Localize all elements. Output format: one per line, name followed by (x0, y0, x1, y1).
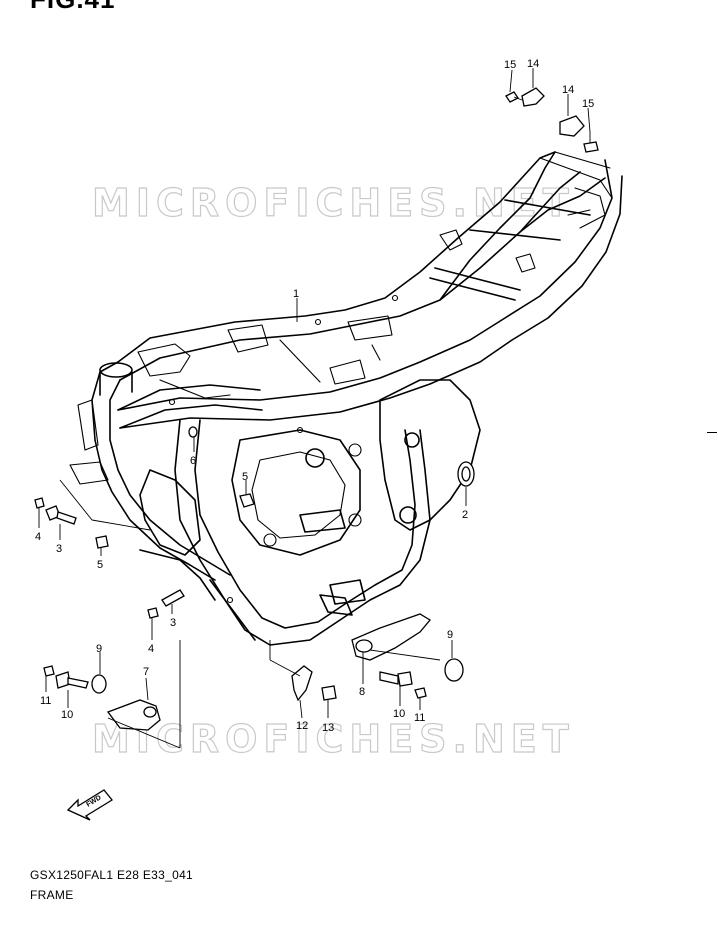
callout-1: 1 (293, 288, 299, 300)
callout-14-left: 14 (527, 58, 539, 70)
page-edge-mark (707, 432, 717, 433)
bolt-15-right (583, 132, 599, 153)
callout-8: 8 (359, 686, 365, 698)
callout-14-right: 14 (562, 84, 574, 96)
nut-5-upper (239, 493, 255, 508)
callout-2: 2 (462, 509, 468, 521)
callout-9-right: 9 (447, 629, 453, 641)
bolt-15-left (505, 91, 523, 103)
callout-9-left: 9 (96, 643, 102, 655)
clamp-12 (291, 665, 313, 702)
callout-15-right: 15 (582, 98, 594, 110)
callout-11-right: 11 (414, 712, 425, 724)
callout-10-right: 10 (393, 708, 405, 720)
bolt-13 (321, 685, 337, 701)
nut-11-left (43, 665, 55, 677)
nut-4-lower (147, 607, 159, 619)
nut-4-left (34, 497, 45, 509)
callout-3-lower: 3 (170, 617, 176, 629)
bolt-10-left (55, 671, 89, 689)
callout-12: 12 (296, 720, 308, 732)
grommet-2 (457, 461, 475, 487)
leader-lines (38, 68, 591, 749)
plug-6 (188, 426, 198, 438)
callout-4-left: 4 (35, 531, 41, 543)
bracket-8 (351, 613, 431, 661)
callout-4-lower: 4 (148, 643, 154, 655)
model-code: GSX1250FAL1 E28 E33_041 (30, 868, 194, 882)
spacer-9-left (91, 674, 107, 694)
callout-labels: 1 2 3 3 4 4 5 5 6 7 8 9 9 10 10 11 11 12… (35, 58, 594, 734)
fwd-arrow: FWD (66, 789, 113, 821)
callout-13: 13 (322, 722, 334, 734)
bolt-10-right (379, 671, 413, 687)
callout-3-left: 3 (56, 543, 62, 555)
nut-5-lower (95, 535, 109, 549)
watermark-top: MICROFICHES.NET (92, 181, 575, 225)
bracket-7 (106, 699, 161, 731)
spacer-9-right (444, 658, 464, 682)
callout-15-left: 15 (504, 59, 516, 71)
figure-title: FIG.41 (30, 0, 115, 15)
callout-10-left: 10 (61, 709, 73, 721)
watermark-bottom: MICROFICHES.NET (92, 717, 575, 761)
callout-5-upper: 5 (242, 471, 248, 483)
section-name: FRAME (30, 888, 74, 902)
cap-14-left (521, 87, 545, 107)
cap-14-right (559, 115, 585, 137)
nut-11-right (414, 687, 427, 699)
bolt-3-left (45, 505, 77, 525)
bolt-3-lower (161, 589, 185, 607)
main-frame (69, 151, 623, 646)
callout-6: 6 (190, 455, 196, 467)
callout-5-lower: 5 (97, 559, 103, 571)
callout-7: 7 (143, 666, 149, 678)
callout-11-left: 11 (40, 695, 51, 707)
